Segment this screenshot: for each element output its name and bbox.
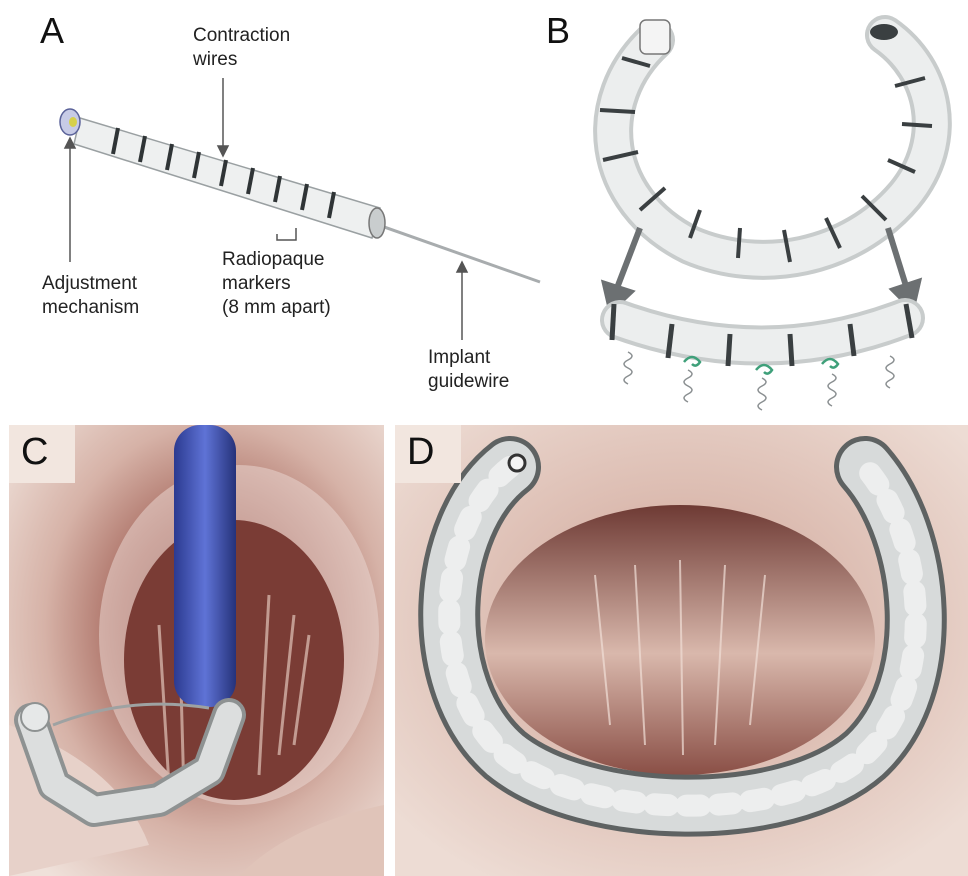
panel-d-illustration: D — [395, 425, 968, 876]
c-ring-adjustment-cap — [640, 20, 670, 54]
delivery-catheter — [174, 425, 236, 707]
panel-d-letter: D — [407, 431, 434, 474]
ring-port — [509, 455, 525, 471]
panel-d-tag: D — [395, 425, 461, 483]
panel-c-illustration: C — [9, 425, 384, 876]
panel-c-tag: C — [9, 425, 75, 483]
panel-c-letter: C — [21, 431, 48, 474]
valve-leaflets — [485, 505, 875, 775]
panel-c-anatomy — [9, 425, 384, 876]
panel-d-anatomy — [395, 425, 968, 876]
